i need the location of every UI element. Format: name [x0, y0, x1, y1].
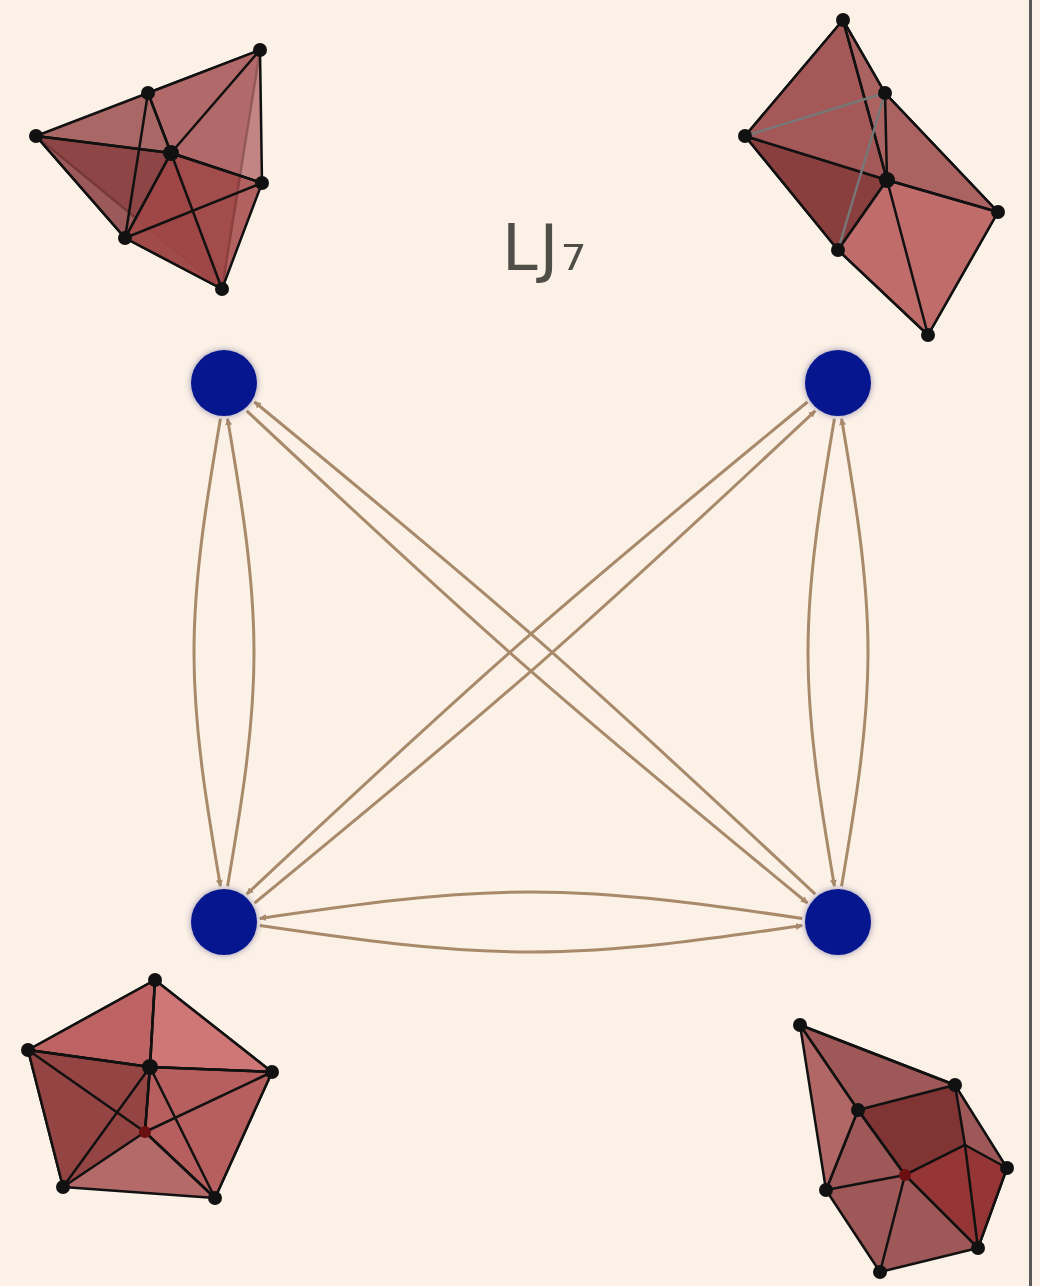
atoms-tr: [738, 13, 1005, 342]
transition-arrow: [260, 892, 802, 918]
transition-arrow: [228, 419, 254, 886]
transition-arrow: [255, 411, 816, 903]
transition-arrow: [194, 419, 220, 886]
state-circle: [805, 350, 871, 416]
atoms-br: [793, 1018, 1014, 1279]
transition-arrow: [255, 402, 816, 894]
state-circle: [805, 889, 871, 955]
atoms-tl: [29, 43, 269, 296]
state-circle: [191, 350, 257, 416]
pentagonal-bipyramid-bl: [28, 980, 272, 1198]
atoms-bl: [21, 973, 279, 1205]
transition-arrow: [247, 411, 808, 903]
pentagonal-bipyramid-tl: [36, 50, 262, 289]
diagram-title: LJ₇: [502, 211, 588, 285]
frame-border: [1029, 0, 1032, 1286]
state-circle: [191, 889, 257, 955]
transition-arrow: [247, 402, 808, 894]
transition-arrow: [842, 419, 868, 886]
transition-arrow: [808, 419, 834, 886]
capped-octahedron-tr: [745, 20, 998, 335]
transition-arrow: [260, 926, 802, 952]
capped-trigonal-prism-br: [800, 1025, 1007, 1272]
